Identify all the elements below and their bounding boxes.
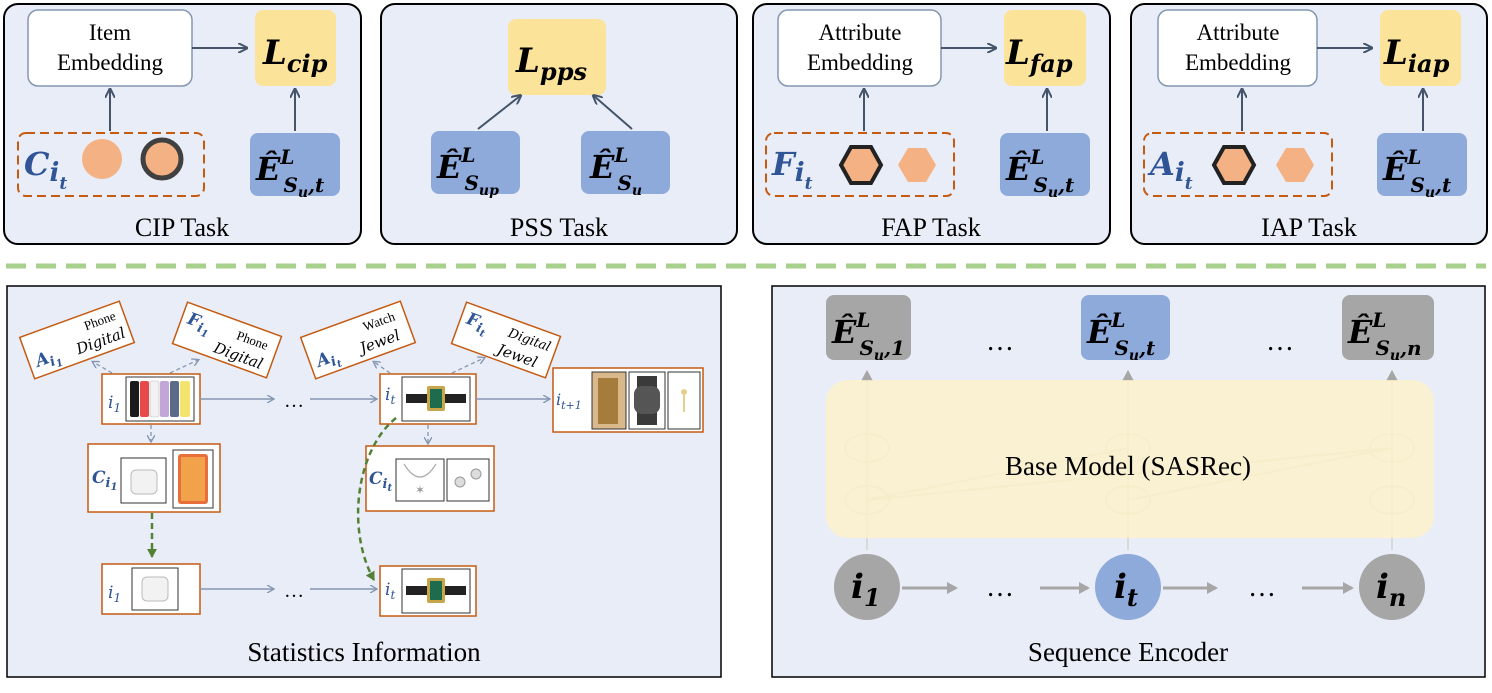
iap-task-caption: IAP Task	[1261, 213, 1357, 242]
svg-text:Embedding: Embedding	[1185, 50, 1292, 75]
svg-text:Fi1: Fi1	[182, 309, 214, 341]
svg-text:i1: i1	[108, 583, 121, 605]
iap-attribute-set-box	[1143, 132, 1333, 197]
cip-item-set-box	[17, 132, 205, 197]
svg-text:i1: i1	[851, 567, 881, 612]
input-item-t	[1095, 554, 1161, 620]
cip-task-caption: CIP Task	[135, 213, 229, 242]
necklace-image	[395, 458, 445, 502]
target-attribute-hexagon	[838, 145, 884, 185]
statistics-panel: Ai1 Phone Digital Fi1 Phone Digital Ait …	[6, 285, 722, 678]
svg-text:in: in	[1376, 567, 1406, 612]
target-attribute-hexagon	[1211, 145, 1257, 185]
base-model-label: Base Model (SASRec)	[1005, 451, 1251, 481]
iap-loss-box	[1380, 10, 1461, 86]
fap-user-embedding-box	[1000, 133, 1090, 196]
svg-text:Lpps: Lpps	[515, 41, 587, 86]
fap-loss-box	[1004, 10, 1086, 86]
cip-loss-symbol: L	[262, 33, 287, 73]
feature-tag-f1: Fi1 Phone Digital	[171, 301, 283, 379]
svg-text:it+1: it+1	[556, 390, 582, 412]
svg-text:Attribute: Attribute	[818, 20, 901, 45]
svg-text:it: it	[385, 580, 395, 602]
cip-set-letter: C	[24, 145, 50, 183]
output-embedding-1	[826, 295, 911, 360]
svg-text:Lfap: Lfap	[1005, 33, 1073, 78]
svg-text:Liap: Liap	[1383, 33, 1450, 78]
pss-loss-box	[508, 19, 606, 95]
svg-text:Lcip: Lcip	[262, 33, 328, 78]
pss-user-emb-up-box	[431, 131, 520, 194]
svg-text:it: it	[385, 385, 395, 407]
svg-text:…: …	[986, 572, 1014, 603]
svg-text:✶: ✶	[415, 483, 425, 497]
item-embedding-line1: Item	[89, 20, 131, 45]
statistics-caption: Statistics Information	[247, 637, 481, 667]
svg-text:…: …	[1248, 572, 1276, 603]
item-circle	[82, 139, 122, 179]
svg-text:Attribute: Attribute	[1196, 20, 1279, 45]
pss-user-emb-box	[581, 131, 670, 194]
svg-text:Ait: Ait	[1147, 145, 1193, 194]
svg-text:Ci1: Ci1	[92, 468, 117, 493]
cip-loss-box	[255, 10, 336, 86]
svg-text:…: …	[986, 326, 1014, 357]
output-embedding-t	[1081, 295, 1170, 360]
attribute-tag-at: Ait Watch Jewel	[299, 300, 417, 380]
item-embedding-line2: Embedding	[57, 50, 164, 75]
svg-text:Embedding: Embedding	[807, 50, 914, 75]
svg-text:…: …	[284, 390, 304, 412]
input-item-1	[834, 554, 900, 620]
svg-text:i1: i1	[108, 393, 121, 415]
cip-loss-sub: cip	[287, 49, 328, 78]
fap-feature-set-box	[765, 132, 955, 197]
svg-text:Cit: Cit	[369, 469, 392, 494]
output-embedding-n	[1342, 295, 1434, 360]
feature-tag-ft: Fit Digital Jewel	[450, 301, 562, 379]
iap-user-embedding-box	[1377, 133, 1467, 196]
attribute-hexagon	[1276, 148, 1314, 182]
svg-text:Cit: Cit	[24, 145, 67, 194]
base-model-block	[826, 380, 1434, 538]
stud-earrings-image	[446, 458, 490, 502]
attribute-hexagon	[898, 148, 936, 182]
svg-text:it: it	[1114, 567, 1138, 612]
pss-task-caption: PSS Task	[510, 213, 608, 242]
fap-task-caption: FAP Task	[881, 213, 981, 242]
svg-text:Fit: Fit	[771, 145, 813, 194]
svg-text:…: …	[1266, 326, 1294, 357]
svg-text:…: …	[284, 580, 304, 602]
target-item-circle	[140, 137, 184, 181]
cip-user-embedding-box	[250, 133, 340, 196]
sequence-encoder-caption: Sequence Encoder	[1028, 637, 1228, 667]
input-item-n	[1359, 554, 1425, 620]
svg-text:Fit: Fit	[461, 309, 491, 340]
